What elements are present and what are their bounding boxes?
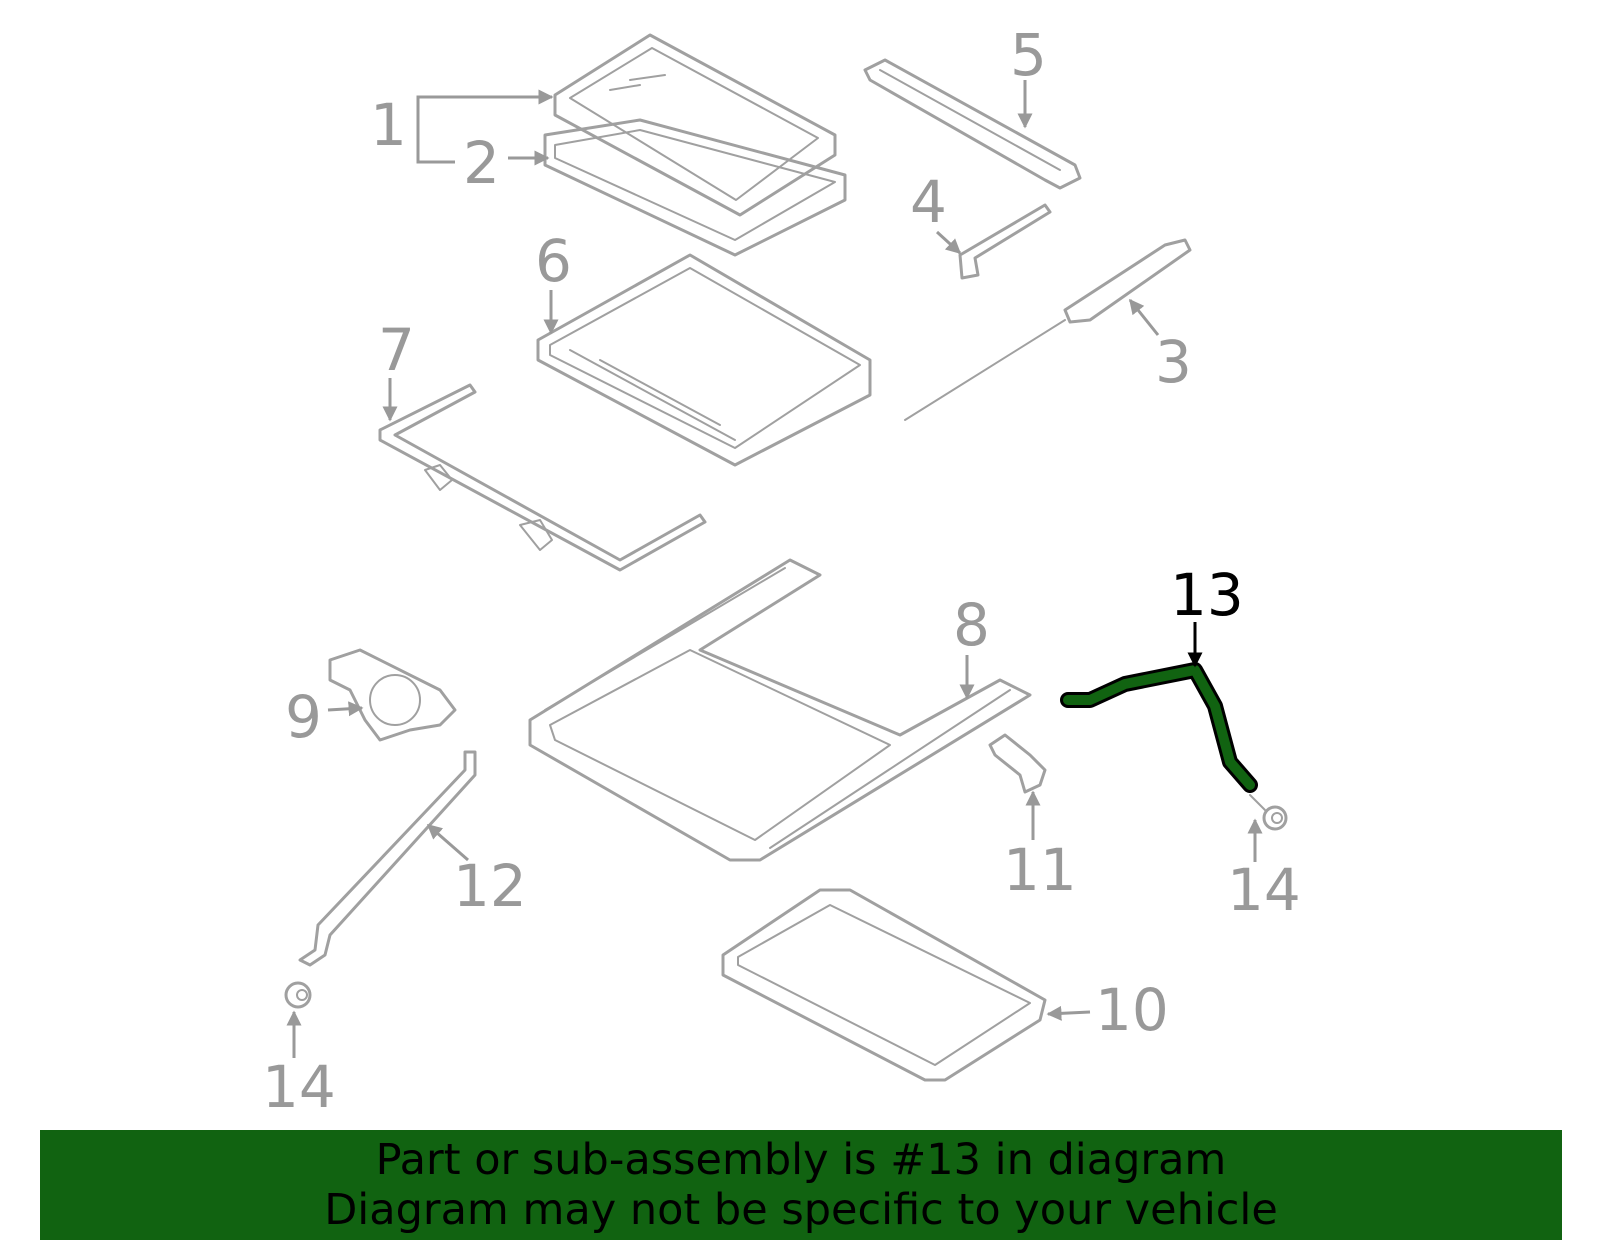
callout-7: 7 [378,316,415,384]
callout-1: 1 [370,91,407,159]
front-drain-hose-part [1060,662,1258,793]
callout-3: 3 [1155,328,1192,396]
hose-clip-part [1249,794,1288,831]
info-banner: Part or sub-assembly is #13 in diagram D… [40,1130,1562,1240]
callout-14-right: 14 [1227,856,1301,924]
rear-drain-hose-part [284,750,477,1009]
front-rail-part [863,58,1082,190]
sunshade-panel-part [721,888,1047,1082]
shade-rail-part [378,383,707,572]
drive-motor-part [328,648,457,742]
sunshade-frame-part [536,253,872,467]
drive-cable-part [904,238,1192,421]
callout-9: 9 [285,683,322,751]
bracket-part [988,733,1047,794]
callout-5: 5 [1010,21,1047,89]
callout-12: 12 [453,852,527,920]
sunroof-frame-part [528,558,1032,862]
glass-panel-part [553,33,837,217]
callout-4: 4 [910,168,947,236]
callout-2: 2 [463,129,500,197]
banner-disclaimer-text: Diagram may not be specific to your vehi… [324,1185,1278,1235]
callout-14-left: 14 [262,1053,336,1121]
callout-8: 8 [953,591,990,659]
callout-6: 6 [535,227,572,295]
glass-seal-part [543,118,847,257]
callout-13: 13 [1170,561,1244,629]
callout-11: 11 [1003,836,1077,904]
banner-part-number-text: Part or sub-assembly is #13 in diagram [375,1135,1227,1185]
callout-10: 10 [1095,976,1169,1044]
deflector-arm-part [958,203,1052,280]
leader-lines [286,80,1263,1058]
